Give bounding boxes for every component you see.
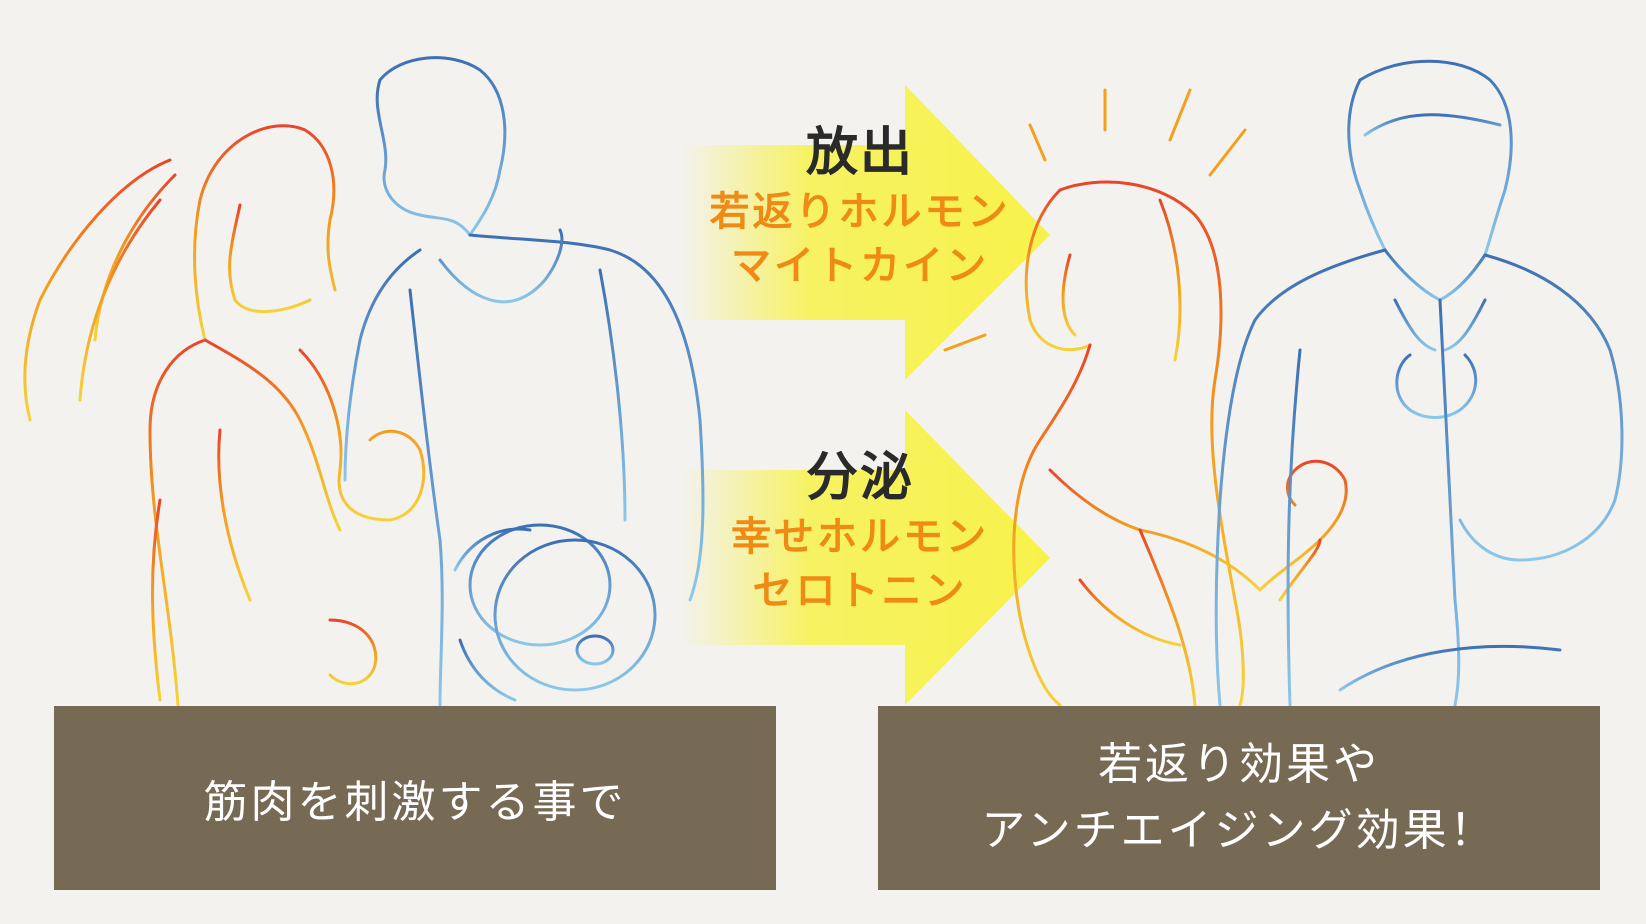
secretion-label: 分泌 [805,447,914,508]
happiness-hormone-label: 幸せホルモン [731,513,989,560]
release-label: 放出 [805,122,914,183]
right-caption-line1: 若返り効果や [1098,739,1380,790]
myokine-label: マイトカイン [731,242,989,289]
lower-arrow-text: 分泌 幸せホルモン セロトニン [690,435,1030,618]
left-caption-box: 筋肉を刺激する事で [54,706,776,890]
right-caption-box: 若返り効果や アンチエイジング効果！ [878,706,1600,890]
serotonin-label: セロトニン [752,567,968,614]
rejuvenation-hormone-label: 若返りホルモン [709,188,1011,235]
upper-arrow-shape [680,85,1050,380]
weightlifting-man-figure [343,56,705,707]
left-caption-text: 筋肉を刺激する事で [203,777,627,828]
upper-arrow-text: 放出 若返りホルモン マイトカイン [690,110,1030,293]
sparkle-lines [943,88,1247,352]
right-caption-line2: アンチエイジング効果！ [981,805,1497,856]
rejuvenated-woman-figure [1012,180,1348,707]
rejuvenated-man-figure [1214,59,1624,707]
running-woman-figure [23,124,426,707]
lower-arrow-shape [680,410,1050,705]
